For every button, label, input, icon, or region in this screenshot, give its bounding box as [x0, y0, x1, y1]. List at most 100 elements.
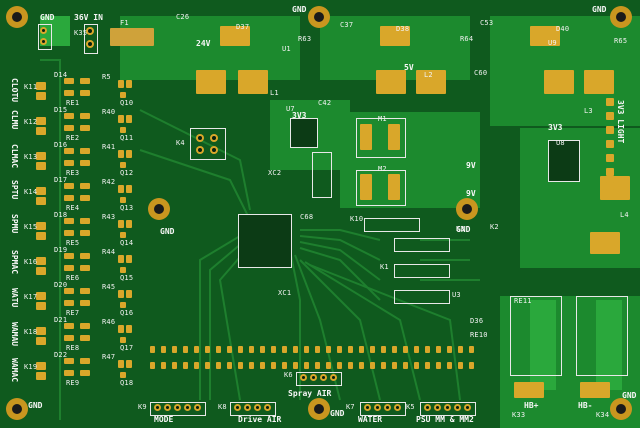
ref-label: L4	[620, 211, 629, 219]
ref-label: R64	[460, 35, 474, 43]
section-label: Drive AIR	[238, 415, 282, 424]
smd-pad	[64, 253, 74, 259]
ref-label: K12	[24, 118, 38, 126]
section-label: WATER	[358, 415, 383, 424]
header-water	[360, 402, 406, 416]
smd-pad	[348, 346, 353, 353]
ref-label: D19	[54, 246, 68, 254]
smd-pad	[126, 150, 132, 158]
pin	[210, 134, 218, 142]
smd-pad	[64, 288, 74, 294]
smd-pad	[120, 127, 126, 133]
smd-pad	[80, 195, 90, 201]
ref-label: K13	[24, 153, 38, 161]
ref-label: D40	[556, 25, 570, 33]
ref-label: K1	[380, 263, 389, 271]
smd-pad	[392, 362, 397, 369]
ref-label: K35	[74, 29, 88, 37]
smd-pad	[120, 197, 126, 203]
ref-label: K6	[284, 371, 293, 379]
connector-k3	[394, 238, 450, 252]
ref-label: K33	[512, 411, 526, 419]
smd-pad	[249, 346, 254, 353]
smd-pad	[359, 362, 364, 369]
ref-label: D22	[54, 351, 68, 359]
terminal-pad	[606, 126, 614, 134]
smd-pad	[150, 362, 155, 369]
ref-label: D18	[54, 211, 68, 219]
ref-label: K34	[596, 411, 610, 419]
ref-label: K3	[456, 225, 465, 233]
section-label: Spray AIR	[288, 389, 332, 398]
ref-label: U1	[282, 45, 291, 53]
ref-label: D21	[54, 316, 68, 324]
ref-label: R47	[102, 353, 116, 361]
pin	[330, 374, 337, 381]
smd-pad	[80, 370, 90, 376]
pin	[310, 374, 317, 381]
ref-label: Q14	[120, 239, 134, 247]
header-mode	[150, 402, 206, 416]
smd-pad	[64, 183, 74, 189]
pin	[364, 404, 371, 411]
smd-pad	[80, 78, 90, 84]
power-pour-1	[120, 16, 300, 80]
fuse-f1	[110, 28, 154, 46]
terminal-pad	[606, 168, 614, 176]
rail-label-24v: 24V	[196, 39, 211, 48]
ref-label: U7	[286, 105, 295, 113]
terminal-pad	[36, 257, 46, 265]
pin	[434, 404, 441, 411]
header-psu	[420, 402, 476, 416]
output-label: WAMAC	[10, 358, 19, 383]
section-label: PSU MM & MM2	[416, 415, 474, 424]
ref-label: K15	[24, 223, 38, 231]
smd-pad	[64, 78, 74, 84]
connector-k10	[364, 218, 420, 232]
ref-label: R41	[102, 143, 116, 151]
ref-label: R5	[102, 73, 111, 81]
smd-pad	[80, 125, 90, 131]
ref-label: K8	[218, 403, 227, 411]
smd-pad	[436, 346, 441, 353]
ref-label: RE11	[514, 297, 532, 305]
smd-pad	[80, 265, 90, 271]
header-spray	[296, 372, 342, 386]
ref-label: Q15	[120, 274, 134, 282]
pin	[244, 404, 251, 411]
smd-pad	[469, 362, 474, 369]
gnd-label: GND	[160, 227, 175, 236]
pin	[164, 404, 171, 411]
jumper	[38, 24, 52, 50]
mounting-hole	[148, 198, 170, 220]
output-label: SPTU	[10, 180, 19, 200]
smd-pad	[118, 360, 124, 368]
pin	[264, 404, 271, 411]
pin	[86, 40, 94, 48]
smd-pad	[80, 323, 90, 329]
smd-pad	[271, 346, 276, 353]
output-label: CLMAC	[10, 144, 19, 169]
smd-pad	[120, 302, 126, 308]
terminal-pad	[606, 112, 614, 120]
smd-pad	[326, 362, 331, 369]
smd-pad	[118, 255, 124, 263]
rail-label-3v3: 3V3	[548, 123, 563, 132]
inductor-pad	[376, 70, 406, 94]
ref-label: XC1	[278, 289, 292, 297]
ref-label: K10	[350, 215, 364, 223]
smd-pad	[447, 346, 452, 353]
pin	[464, 404, 471, 411]
ref-label: K18	[24, 328, 38, 336]
smd-pad	[64, 370, 74, 376]
smd-pad	[436, 362, 441, 369]
terminal-pad	[36, 197, 46, 205]
mcu-chip	[238, 214, 292, 268]
smd-pad	[64, 218, 74, 224]
ref-label: K19	[24, 363, 38, 371]
ref-label: Q18	[120, 379, 134, 387]
terminal-pad	[606, 140, 614, 148]
smd-pad	[304, 362, 309, 369]
hb-label: HB-	[578, 401, 593, 410]
